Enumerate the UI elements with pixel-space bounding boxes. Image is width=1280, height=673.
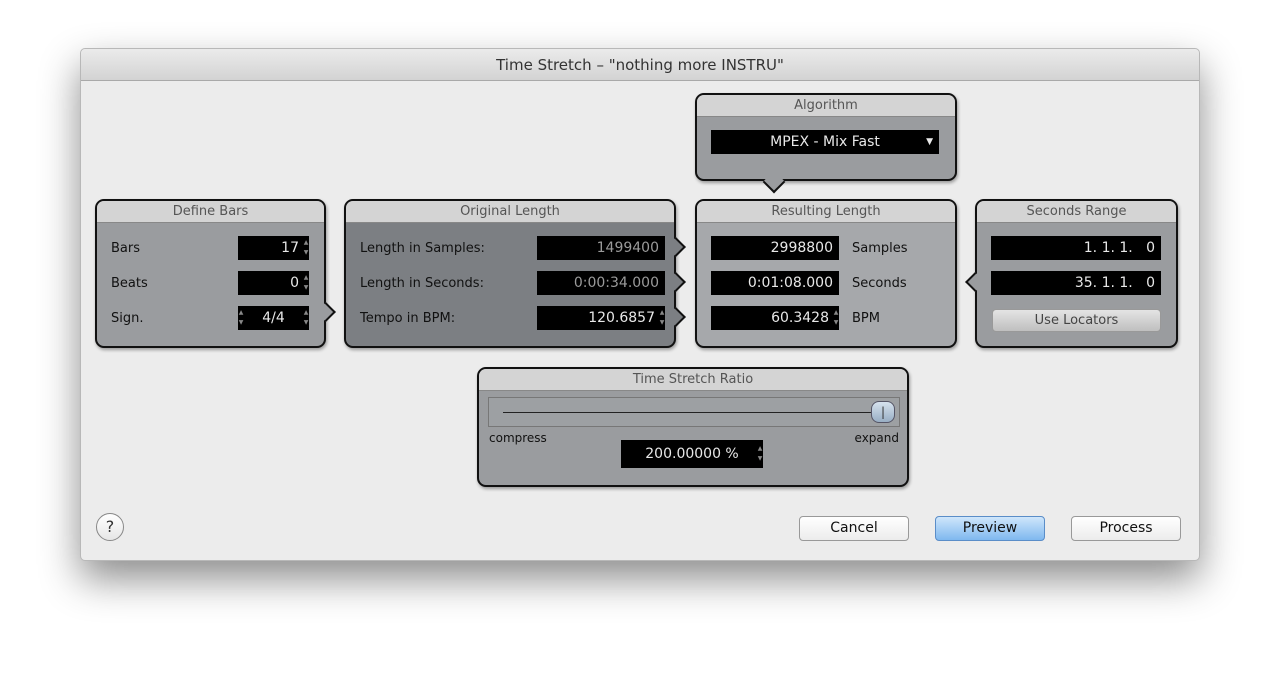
- original-length-header: Original Length: [346, 201, 674, 223]
- resulting-seconds-field[interactable]: 0:01:08.000: [711, 271, 839, 295]
- bpm-unit-label: BPM: [852, 311, 880, 326]
- seconds-range-header: Seconds Range: [977, 201, 1176, 223]
- cancel-button[interactable]: Cancel: [799, 516, 909, 541]
- preview-button[interactable]: Preview: [935, 516, 1045, 541]
- beats-field[interactable]: 0▲▼: [238, 271, 309, 295]
- range-end-field[interactable]: 35. 1. 1. 0: [991, 271, 1161, 295]
- ratio-header: Time Stretch Ratio: [479, 369, 907, 391]
- seconds-range-panel: Seconds Range 1. 1. 1. 0 35. 1. 1. 0 Use…: [965, 199, 1178, 348]
- time-stretch-ratio-panel: Time Stretch Ratio | compress expand 200…: [477, 367, 909, 487]
- stepper-icon[interactable]: ▲▼: [833, 309, 839, 326]
- tempo-field[interactable]: 120.6857▲▼: [537, 306, 665, 330]
- stepper-icon[interactable]: ▲▼: [659, 309, 665, 326]
- help-button[interactable]: ?: [96, 513, 124, 541]
- bpm-value: 60.3428: [771, 310, 829, 326]
- slider-track: [503, 412, 885, 413]
- samples-unit-label: Samples: [852, 241, 908, 256]
- chevron-down-icon: ▼: [926, 137, 933, 147]
- define-bars-panel: Define Bars Bars 17▲▼ Beats 0▲▼ Sign. 4/…: [95, 199, 336, 348]
- algorithm-header: Algorithm: [697, 95, 955, 117]
- seconds-label: Length in Seconds:: [360, 276, 484, 291]
- bars-label: Bars: [111, 241, 141, 256]
- signature-value: 4/4: [262, 310, 285, 326]
- stepper-icon[interactable]: ▲▼: [303, 274, 309, 291]
- stepper-icon[interactable]: ▲▼: [303, 239, 309, 256]
- resulting-length-header: Resulting Length: [697, 201, 955, 223]
- algorithm-select[interactable]: MPEX - Mix Fast ▼: [711, 130, 939, 154]
- ratio-value: 200.00000 %: [645, 446, 739, 462]
- signature-field[interactable]: 4/4 ▲▼ ▲▼: [238, 306, 309, 330]
- define-bars-header: Define Bars: [97, 201, 324, 223]
- original-samples-field: 1499400: [537, 236, 665, 260]
- ratio-field[interactable]: 200.00000 % ▲▼: [621, 440, 763, 468]
- algorithm-value: MPEX - Mix Fast: [770, 134, 880, 150]
- algorithm-panel: Algorithm MPEX - Mix Fast ▼: [695, 93, 957, 181]
- use-locators-button[interactable]: Use Locators: [992, 309, 1161, 332]
- seconds-unit-label: Seconds: [852, 276, 907, 291]
- stepper-icon[interactable]: ▲▼: [757, 445, 763, 462]
- slider-thumb[interactable]: |: [871, 401, 895, 423]
- beats-value: 0: [290, 275, 299, 291]
- bars-field[interactable]: 17▲▼: [238, 236, 309, 260]
- original-length-panel: Original Length Length in Samples: 14994…: [344, 199, 686, 348]
- stepper-icon[interactable]: ▲▼: [303, 309, 309, 326]
- range-start-field[interactable]: 1. 1. 1. 0: [991, 236, 1161, 260]
- help-icon: ?: [105, 517, 115, 536]
- process-button[interactable]: Process: [1071, 516, 1181, 541]
- beats-label: Beats: [111, 276, 148, 291]
- resulting-length-panel: Resulting Length 2998800 Samples 0:01:08…: [695, 199, 957, 348]
- window-title: Time Stretch – "nothing more INSTRU": [81, 49, 1199, 81]
- tempo-label: Tempo in BPM:: [360, 311, 456, 326]
- ratio-slider[interactable]: |: [488, 397, 900, 427]
- tempo-value: 120.6857: [588, 310, 655, 326]
- expand-label: expand: [854, 431, 899, 445]
- original-seconds-field: 0:00:34.000: [537, 271, 665, 295]
- samples-label: Length in Samples:: [360, 241, 485, 256]
- resulting-samples-field[interactable]: 2998800: [711, 236, 839, 260]
- resulting-bpm-field[interactable]: 60.3428▲▼: [711, 306, 839, 330]
- bars-value: 17: [281, 240, 299, 256]
- compress-label: compress: [489, 431, 547, 445]
- stepper-icon[interactable]: ▲▼: [238, 309, 244, 326]
- sign-label: Sign.: [111, 311, 144, 326]
